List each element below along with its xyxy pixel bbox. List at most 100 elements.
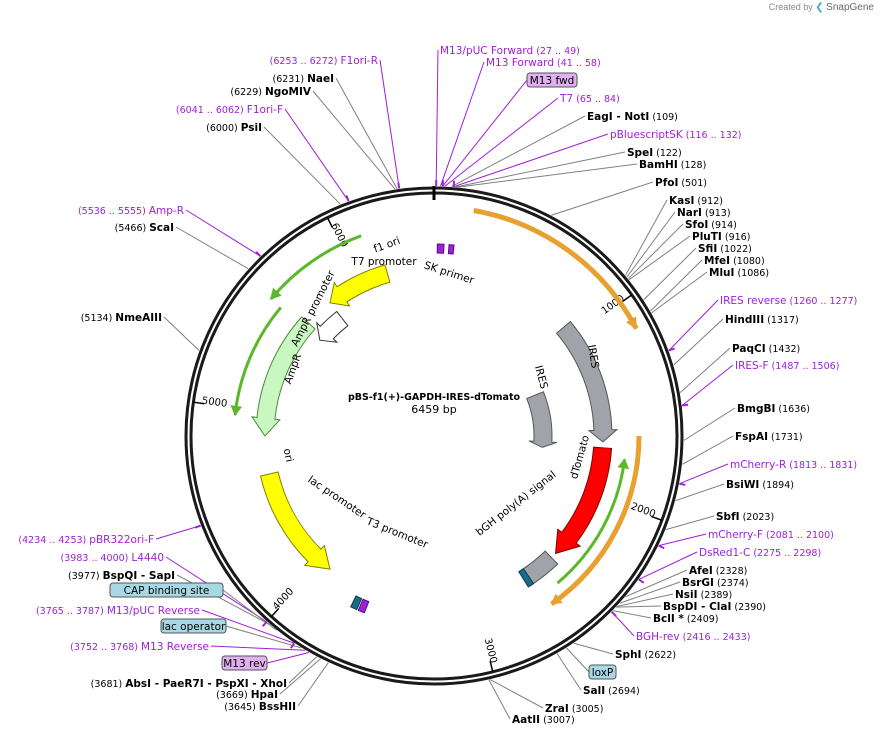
label-ires-reverse: IRES reverse (1260 .. 1277) [720,295,857,307]
label-absi: (3681) AbsI - PaeR7I - PspXI - XhoI [91,678,287,690]
label-fspai-pos: (1731) [768,432,803,443]
label-pbr322ori-f-name: pBR322ori-F [89,534,154,546]
primer-site-mark [658,544,665,550]
label-mcherry-r-name: mCherry-R [730,459,786,471]
label-sphi-line [573,642,614,655]
label-m13-puc-forward-name: M13/pUC Forward [440,45,533,57]
credit-brand: SnapGene [826,2,874,13]
label-bcli--pos: (2409) [684,614,719,625]
tick-mark [489,660,494,672]
orf-arrow-gapdh [473,208,639,330]
label-bcli--name: BclI * [653,613,684,625]
label-pluti-pos: (916) [722,232,751,243]
t7-promoter-label: T7 promoter [350,256,417,268]
label-f1ori-f-name: F1ori-F [247,104,283,116]
label-bsshii-pos: (3645) [224,702,259,713]
label-lac-operator-box [160,618,227,634]
label-bmgbi: BmgBI (1636) [737,403,810,415]
label-mfei-name: MfeI [704,255,730,267]
label-nari: NarI (913) [677,207,731,219]
label-mlui-name: MluI [709,267,734,279]
label-mcherry-f: mCherry-F (2081 .. 2100) [708,529,834,541]
label-aatii-name: AatII [512,714,540,726]
label-bspdi-pos: (2390) [731,602,766,613]
label-aatii-pos: (3007) [540,715,575,726]
label-bmgbi-pos: (1636) [775,404,810,415]
ampr-arc [250,316,316,437]
primer-site-mark [679,482,686,486]
label-cap-binding-site-line [222,589,277,631]
label-l4440: (3983 .. 4000) L4440 [61,552,164,564]
label-bspdi-name: BspDI [663,601,697,613]
label-bsiwi: BsiWI (1894) [726,479,794,491]
label-ires-f-name: IRES-F [735,360,769,372]
label-m13-puc-forward-pos: (27 .. 49) [533,46,580,57]
label-afei-line [625,569,688,598]
label-m13-reverse-line [210,645,306,651]
label-hpai-line [279,658,321,695]
ires-label-outer: IRES [585,344,601,370]
label-nmeaiii-name: NmeAIII [115,312,162,324]
sk-primer-mark [436,243,445,254]
label-sphi-pos: (2622) [641,650,676,661]
label-sfoi-line [627,223,684,280]
label-aatii-line [488,679,511,720]
primer-site-mark [194,524,201,529]
label-scai-line [175,226,249,270]
map-center: pBS-f1(+)-GAPDH-IRES-dTomato 6459 bp [348,392,521,416]
label-naei: (6231) NaeI [272,73,334,85]
primer-site-mark [290,642,296,649]
bgh-polya-end [518,567,535,588]
label-m13-fwd-box [526,72,578,88]
label-sfoi-name: SfoI [685,219,708,231]
label-nmeaiii: (5134) NmeAIII [81,312,162,324]
label-nsii: NsiI (2389) [675,589,732,601]
label-amp-r: (5536 .. 5555) Amp-R [78,205,184,217]
label-kasi-pos: (912) [694,196,723,207]
label-m13-fwd: M13 fwd [530,75,575,87]
label-afei-pos: (2328) [713,566,748,577]
label-m13-rev: M13 rev [223,658,266,670]
label-pluti: PluTI (916) [692,231,750,243]
label-mfei: MfeI (1080) [704,255,765,267]
primer-site-mark [345,195,350,202]
label-paqci-line [679,347,731,393]
tick-label: 5000 [201,395,228,409]
label-t7-line [444,97,559,187]
label-fspai-line [682,435,734,465]
label-dsred1-c: DsRed1-C (2275 .. 2298) [699,547,821,559]
label-sphi-name: SphI [615,649,641,661]
label-sfii: SfiI (1022) [698,243,752,255]
primer-site-mark [682,403,689,407]
label-ngomiv-line [312,90,396,190]
label-naei-line [335,77,398,189]
label-sali: SalI (2694) [583,685,640,697]
label-hindiii-line [673,318,724,366]
label-dsred1-c-pos: (2275 .. 2298) [750,548,821,559]
label-m13-puc-forward: M13/pUC Forward (27 .. 49) [440,45,580,57]
label-pfoi-pos: (501) [678,178,707,189]
label-sfii-name: SfiI [698,243,717,255]
label-bamhi-name: BamHI [639,159,678,171]
label-bspqi-extra: - SapI [137,570,175,582]
tick-mark [270,607,280,618]
label-lac-operator: lac operator [162,621,226,633]
label-spei-line [455,151,626,188]
label-l4440-name: L4440 [131,552,164,564]
tick-label: 4000 [271,586,296,612]
label-lac-operator-line [225,625,302,649]
label-l4440-pos: (3983 .. 4000) [61,553,132,564]
label-hindiii: HindIII (1317) [725,314,799,326]
label-absi-extra-1: - PspXI [204,678,249,690]
label-mcherry-f-name: mCherry-F [708,529,763,541]
label-zrai-line [490,679,544,709]
label-sfii-line [643,247,697,301]
feature-arcs [230,208,642,614]
label-dsred1-c-line [638,551,698,580]
label-ngomiv-pos: (6229) [230,87,265,98]
label-bsiwi-line [675,483,725,502]
credit-prefix: Created by [768,2,813,12]
label-pbr322ori-f-pos: (4234 .. 4253) [18,535,89,546]
label-pbluescriptsk-line [453,133,609,188]
